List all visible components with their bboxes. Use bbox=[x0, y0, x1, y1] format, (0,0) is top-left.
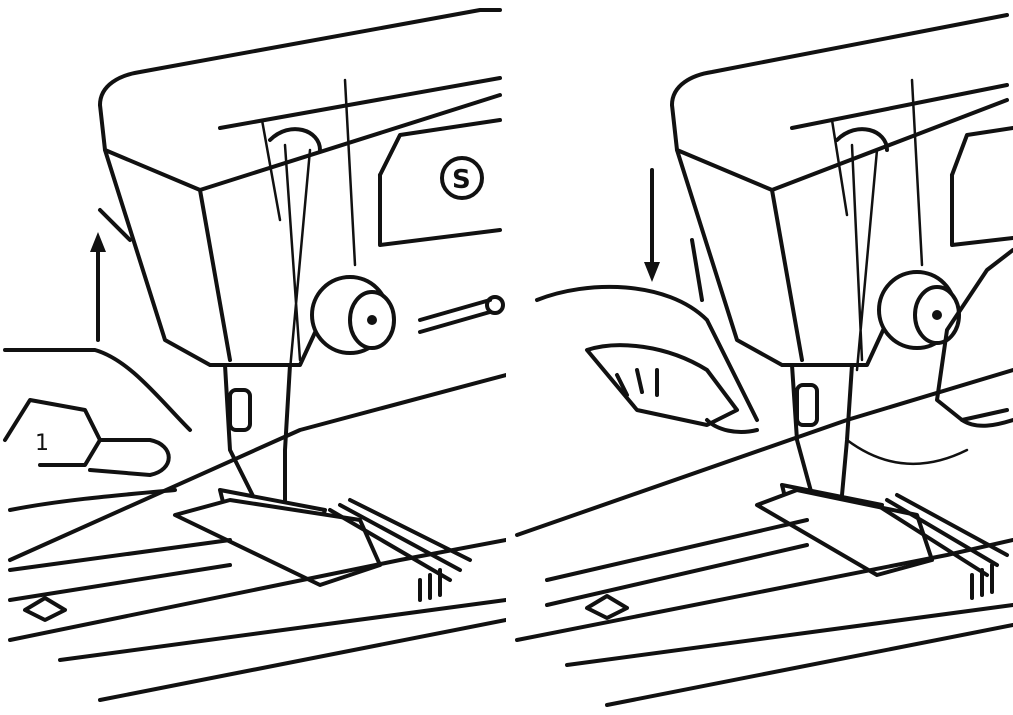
bed-front-edge bbox=[58, 598, 506, 662]
left-hand-fingertip bbox=[705, 418, 759, 434]
logo-panel-bottom bbox=[378, 173, 502, 247]
thread-guide-line bbox=[218, 76, 502, 130]
presser-lever-edge bbox=[98, 208, 132, 242]
thread-take-up bbox=[268, 127, 322, 152]
seam-guide-ticks bbox=[418, 568, 442, 602]
bed-plate-edge bbox=[8, 538, 506, 642]
bed-front-edge bbox=[565, 603, 1013, 667]
thread-path bbox=[830, 78, 924, 372]
presser-bar bbox=[223, 363, 292, 502]
brand-logo-letter: S bbox=[452, 165, 471, 195]
machine-bed-back-edge bbox=[515, 368, 1013, 537]
seam-guide-lines bbox=[328, 498, 472, 582]
machine-head-front-edge bbox=[670, 98, 1009, 192]
left-hand-knuckles bbox=[615, 368, 659, 397]
machine-head-body bbox=[675, 148, 899, 367]
thread-tail bbox=[845, 438, 969, 466]
seam-guide-lines bbox=[875, 493, 1009, 577]
brand-logo-circle bbox=[440, 156, 484, 200]
needle-clamp bbox=[228, 388, 252, 432]
right-hand-fingertip bbox=[960, 418, 1013, 428]
bed-plate-latch bbox=[585, 594, 629, 620]
arrow-down-icon bbox=[644, 262, 660, 282]
presser-lever-edge bbox=[690, 238, 704, 302]
sewing-machine-drawing-left: S 1 bbox=[3, 8, 506, 702]
head-side-edge bbox=[770, 188, 804, 362]
bed-lines bbox=[545, 518, 809, 607]
left-panel-illustration: S 1 bbox=[0, 0, 506, 715]
logo-panel-bottom bbox=[950, 173, 1013, 247]
right-panel-illustration bbox=[507, 0, 1013, 715]
hand-finger bbox=[3, 398, 102, 467]
stitch-knob-center bbox=[932, 310, 942, 320]
head-side-edge bbox=[198, 188, 232, 362]
machine-bed-back-edge bbox=[8, 373, 506, 562]
stitch-knob-center bbox=[367, 315, 377, 325]
hand-outline-top bbox=[3, 348, 192, 432]
machine-head-front-edge bbox=[98, 93, 502, 192]
machine-head-top-edge bbox=[98, 8, 502, 107]
hand-palm-line bbox=[8, 488, 177, 512]
finger-label: 1 bbox=[35, 431, 49, 456]
machine-head-top-edge bbox=[670, 13, 1009, 107]
thread-take-up bbox=[835, 127, 889, 152]
logo-panel-top bbox=[950, 126, 1013, 177]
bed-lines bbox=[8, 538, 232, 602]
left-hand-outline bbox=[535, 284, 759, 422]
bed-bottom-edge bbox=[605, 623, 1013, 707]
arrow-up-icon bbox=[90, 232, 106, 252]
hand-thumb bbox=[88, 438, 171, 477]
fabric-piece bbox=[173, 498, 382, 587]
logo-panel-top bbox=[378, 118, 502, 177]
sewing-machine-drawing-right bbox=[515, 13, 1013, 707]
left-hand-fingers bbox=[585, 343, 739, 427]
thread-guide-line bbox=[790, 83, 1009, 130]
needle-clamp bbox=[795, 383, 819, 427]
bed-plate-latch bbox=[23, 596, 67, 622]
seam-guide-ticks bbox=[970, 563, 994, 600]
thread-path bbox=[260, 78, 357, 372]
lever-slot bbox=[418, 298, 492, 334]
right-hand-outline bbox=[935, 248, 1013, 422]
bed-bottom-edge bbox=[98, 618, 506, 702]
machine-head-body bbox=[103, 148, 332, 367]
